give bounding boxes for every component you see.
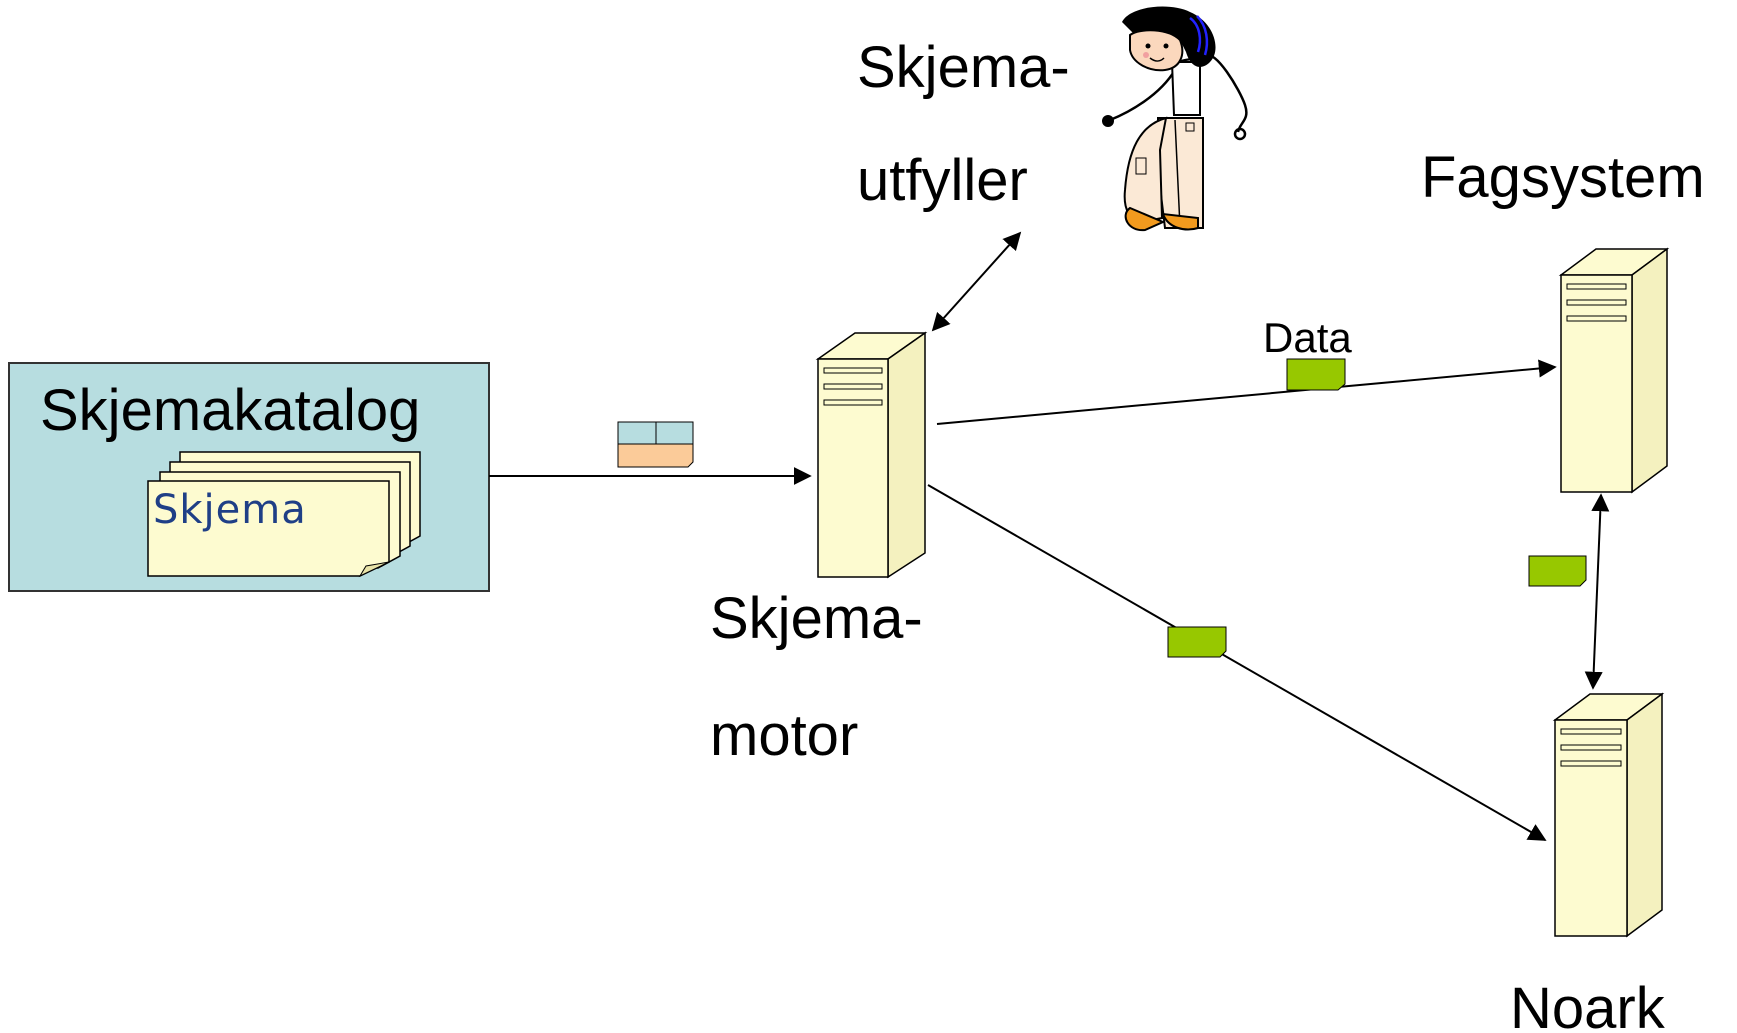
filler-label-line1: Skjema-: [857, 35, 1070, 100]
data-edge-label: Data: [1263, 314, 1352, 361]
engine-server-icon: [815, 331, 928, 579]
business-system-label: Fagsystem: [1421, 145, 1705, 210]
document-label: Skjema: [153, 487, 307, 533]
engine-label-line2: motor: [710, 703, 858, 768]
engine-to-archive-arrow: [927, 484, 1547, 841]
filler-engine-arrow: [931, 231, 1022, 332]
filler-label-line2: utfyller: [857, 148, 1028, 213]
person-icon: [1102, 6, 1248, 232]
form-packet-icon: [617, 421, 694, 468]
engine-label-line1: Skjema-: [710, 586, 923, 651]
archive-server-icon: [1552, 692, 1665, 938]
sync-data-packet-icon: [1528, 555, 1587, 587]
business-archive-arrow: [1584, 493, 1610, 690]
business-system-server-icon: [1558, 247, 1670, 494]
archive-label: Noark: [1510, 976, 1666, 1033]
archive-data-packet-icon: [1167, 626, 1227, 658]
data-packet-icon: [1286, 358, 1346, 391]
document-stack: Skjema: [147, 451, 421, 578]
engine-to-business-arrow: [936, 359, 1557, 425]
catalog-box: Skjemakatalog Skjema: [8, 362, 490, 592]
catalog-label: Skjemakatalog: [40, 378, 420, 443]
